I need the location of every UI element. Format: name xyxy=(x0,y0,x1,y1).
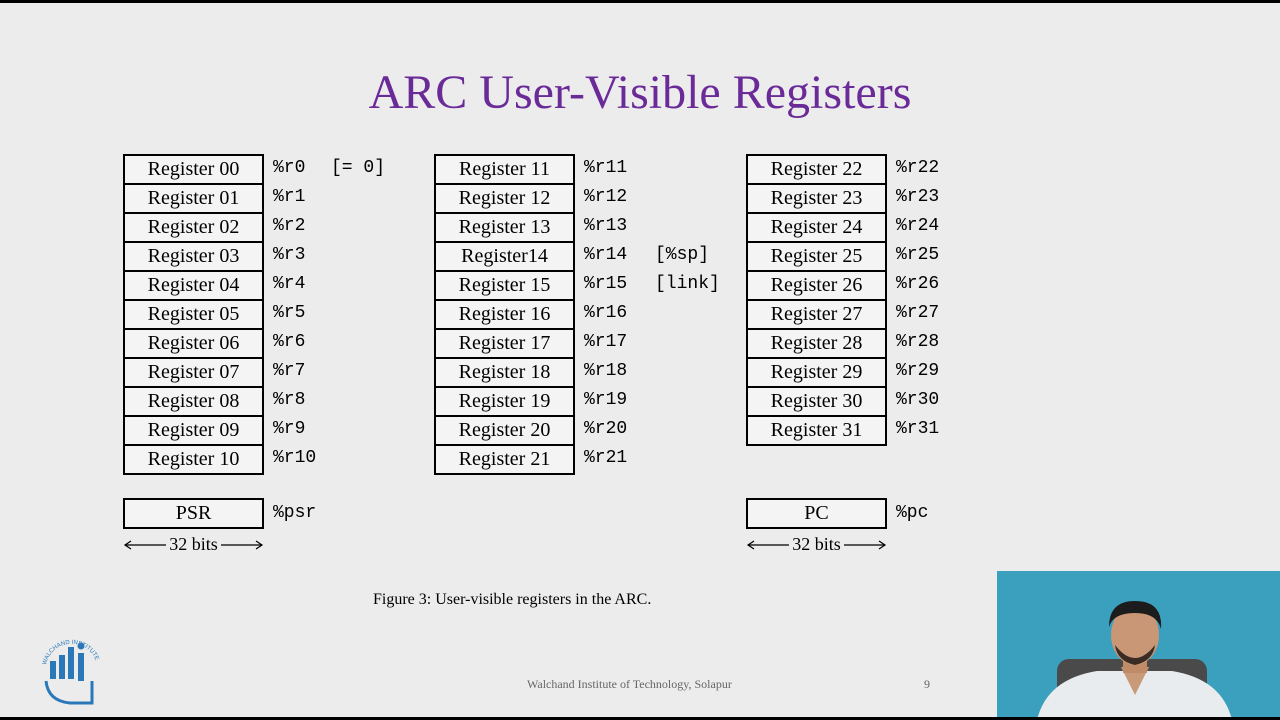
psr-register-name: %psr xyxy=(273,503,317,523)
register-box: Register 00 xyxy=(123,154,264,185)
register-box: Register 09 xyxy=(123,415,264,446)
register-name: %r23 xyxy=(896,187,940,207)
register-box: Register 24 xyxy=(746,212,887,243)
register-box: Register 01 xyxy=(123,183,264,214)
register-box: Register 27 xyxy=(746,299,887,330)
register-box: Register 28 xyxy=(746,328,887,359)
register-box: Register 08 xyxy=(123,386,264,417)
bottom-border xyxy=(0,717,1280,720)
register-box: Register 22 xyxy=(746,154,887,185)
top-border xyxy=(0,0,1280,3)
register-name: %r31 xyxy=(896,419,940,439)
register-box: Register 20 xyxy=(434,415,575,446)
pc-register-name: %pc xyxy=(896,503,929,523)
register-box: Register 11 xyxy=(434,154,575,185)
register-name: %r25 xyxy=(896,245,940,265)
register-name: %r21 xyxy=(584,448,628,468)
figure-caption: Figure 3: User-visible registers in the … xyxy=(373,591,652,608)
register-name: %r12 xyxy=(584,187,628,207)
psr-register-box: PSR xyxy=(123,498,264,529)
register-name: %r27 xyxy=(896,303,940,323)
register-name: %r3 xyxy=(273,245,306,265)
presenter-video-frame xyxy=(997,571,1280,720)
register-name: %r4 xyxy=(273,274,306,294)
register-box: Register 30 xyxy=(746,386,887,417)
register-box: Register 21 xyxy=(434,444,575,475)
register-name: %r30 xyxy=(896,390,940,410)
register-name: %r7 xyxy=(273,361,306,381)
register-box: Register 06 xyxy=(123,328,264,359)
register-name: %r8 xyxy=(273,390,306,410)
register-name: %r10 xyxy=(273,448,317,468)
footer-institution: Walchand Institute of Technology, Solapu… xyxy=(527,677,732,691)
register-box: Register14 xyxy=(434,241,575,272)
register-box: Register 18 xyxy=(434,357,575,388)
register-box: Register 25 xyxy=(746,241,887,272)
register-box: Register 26 xyxy=(746,270,887,301)
register-name: %r22 xyxy=(896,158,940,178)
register-name: %r2 xyxy=(273,216,306,236)
register-name: %r0 xyxy=(273,158,306,178)
register-box: Register 12 xyxy=(434,183,575,214)
register-name: %r9 xyxy=(273,419,306,439)
register-box: Register 23 xyxy=(746,183,887,214)
register-name: %r13 xyxy=(584,216,628,236)
register-name: %r18 xyxy=(584,361,628,381)
register-name: %r17 xyxy=(584,332,628,352)
psr-bits-label: 32 bits xyxy=(166,534,221,554)
pc-register-box: PC xyxy=(746,498,887,529)
register-name: %r24 xyxy=(896,216,940,236)
register-name: %r1 xyxy=(273,187,306,207)
register-name: %r19 xyxy=(584,390,628,410)
register-note: [= 0] xyxy=(331,158,386,178)
register-box: Register 03 xyxy=(123,241,264,272)
psr-width-indicator: 32 bits xyxy=(123,534,264,555)
register-name: %r20 xyxy=(584,419,628,439)
register-box: Register 17 xyxy=(434,328,575,359)
register-box: Register 10 xyxy=(123,444,264,475)
register-name: %r6 xyxy=(273,332,306,352)
register-box: Register 13 xyxy=(434,212,575,243)
slide-title: ARC User-Visible Registers xyxy=(368,66,912,119)
register-name: %r16 xyxy=(584,303,628,323)
page-number: 9 xyxy=(924,677,930,691)
register-box: Register 16 xyxy=(434,299,575,330)
institute-logo: WALCHAND INSTITUTE OF TECHNOLOGY xyxy=(40,631,100,705)
register-box: Register 29 xyxy=(746,357,887,388)
register-name: %r14 xyxy=(584,245,628,265)
register-note: [link] xyxy=(655,274,720,294)
pc-bits-label: 32 bits xyxy=(789,534,844,554)
register-box: Register 19 xyxy=(434,386,575,417)
pc-width-indicator: 32 bits xyxy=(746,534,887,555)
register-box: Register 02 xyxy=(123,212,264,243)
register-name: %r29 xyxy=(896,361,940,381)
register-note: [%sp] xyxy=(655,245,710,265)
register-name: %r26 xyxy=(896,274,940,294)
register-name: %r11 xyxy=(584,158,628,178)
register-box: Register 04 xyxy=(123,270,264,301)
register-box: Register 07 xyxy=(123,357,264,388)
register-name: %r5 xyxy=(273,303,306,323)
register-name: %r28 xyxy=(896,332,940,352)
register-box: Register 31 xyxy=(746,415,887,446)
register-name: %r15 xyxy=(584,274,628,294)
presenter-webcam xyxy=(997,571,1280,720)
register-box: Register 05 xyxy=(123,299,264,330)
register-box: Register 15 xyxy=(434,270,575,301)
